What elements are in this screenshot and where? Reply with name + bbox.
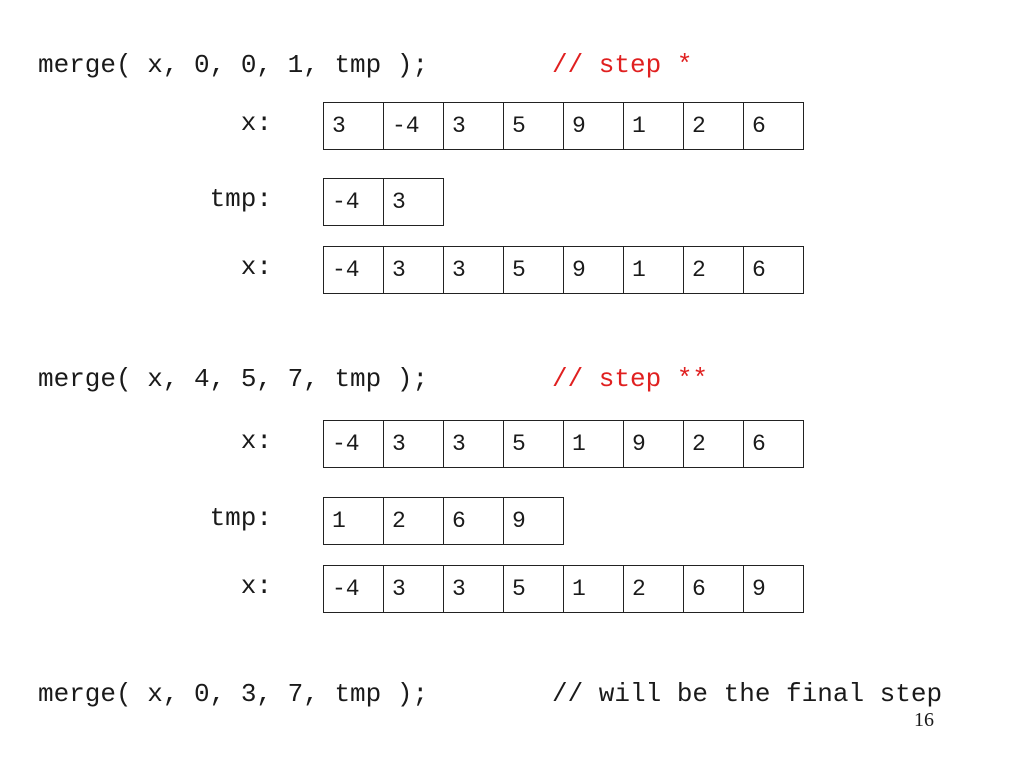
array-cell: -4 (324, 178, 384, 226)
array-x-after-step-2: -4 3 3 5 1 2 6 9 (323, 565, 804, 613)
array-cell: 5 (504, 565, 564, 613)
array-cell: 1 (564, 420, 624, 468)
comment-step-1: // step * (552, 50, 693, 80)
array-cell: 5 (504, 102, 564, 150)
array-tmp-step-1: -4 3 (323, 178, 444, 226)
array-cell: 9 (624, 420, 684, 468)
array-cell: 1 (624, 102, 684, 150)
array-label-tmp: tmp: (209, 184, 272, 214)
comment-step-3: // will be the final step (552, 679, 943, 709)
array-cell: 3 (444, 102, 504, 150)
array-cell: 3 (384, 565, 444, 613)
array-label-x-before: x: (240, 108, 272, 138)
array-cell: 3 (444, 246, 504, 294)
array-cell: 3 (444, 565, 504, 613)
array-cell: 6 (444, 497, 504, 545)
array-cell: 1 (564, 565, 624, 613)
array-cell: -4 (384, 102, 444, 150)
code-line-step-2: merge( x, 4, 5, 7, tmp ); (38, 364, 429, 394)
array-cell: 5 (504, 246, 564, 294)
array-cell: 6 (684, 565, 744, 613)
array-cell: 2 (684, 246, 744, 294)
comment-step-2: // step ** (552, 364, 709, 394)
array-cell: 1 (324, 497, 384, 545)
array-cell: 9 (504, 497, 564, 545)
array-cell: 3 (384, 178, 444, 226)
array-cell: 3 (444, 420, 504, 468)
array-x-before-step-2: -4 3 3 5 1 9 2 6 (323, 420, 804, 468)
array-cell: 5 (504, 420, 564, 468)
array-cell: 2 (624, 565, 684, 613)
array-label-x-after: x: (240, 571, 272, 601)
array-cell: 2 (684, 420, 744, 468)
array-x-before-step-1: 3 -4 3 5 9 1 2 6 (323, 102, 804, 150)
array-x-after-step-1: -4 3 3 5 9 1 2 6 (323, 246, 804, 294)
array-cell: 2 (384, 497, 444, 545)
array-cell: 9 (744, 565, 804, 613)
array-cell: 3 (384, 420, 444, 468)
array-cell: 6 (744, 420, 804, 468)
array-cell: 6 (744, 102, 804, 150)
array-cell: 9 (564, 102, 624, 150)
array-cell: 6 (744, 246, 804, 294)
array-label-tmp: tmp: (209, 503, 272, 533)
array-cell: -4 (324, 565, 384, 613)
array-tmp-step-2: 1 2 6 9 (323, 497, 564, 545)
array-cell: 3 (324, 102, 384, 150)
array-label-x-before: x: (240, 426, 272, 456)
array-cell: -4 (324, 246, 384, 294)
page-number: 16 (914, 709, 934, 731)
code-line-step-3: merge( x, 0, 3, 7, tmp ); (38, 679, 429, 709)
array-cell: -4 (324, 420, 384, 468)
array-cell: 2 (684, 102, 744, 150)
code-line-step-1: merge( x, 0, 0, 1, tmp ); (38, 50, 429, 80)
array-cell: 3 (384, 246, 444, 294)
array-cell: 9 (564, 246, 624, 294)
array-cell: 1 (624, 246, 684, 294)
array-label-x-after: x: (240, 252, 272, 282)
